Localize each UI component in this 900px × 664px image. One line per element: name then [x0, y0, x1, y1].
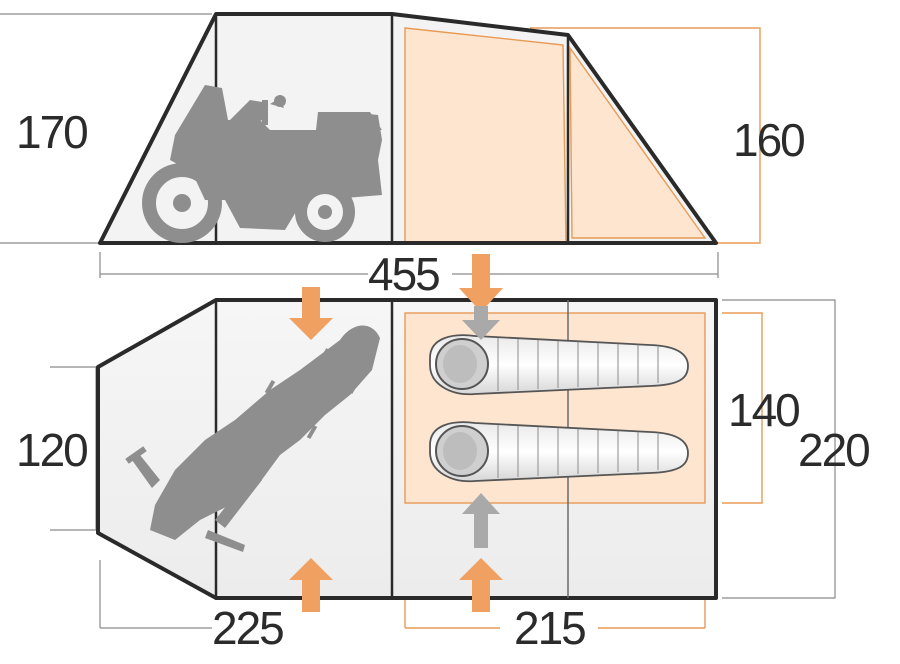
total-length-dimension: 455: [99, 248, 719, 300]
side-bedroom-panel: [404, 27, 567, 244]
side-view: 170 160: [0, 12, 806, 245]
motorcycle-top-icon: [125, 325, 380, 552]
door-arrow-porch-bottom: [289, 558, 333, 612]
dim-floor-width-total: 220: [798, 424, 869, 476]
dim-side-height-right: 160: [733, 114, 804, 166]
floor-width-inner-guide: [722, 312, 763, 504]
dim-floor-width-inner: 140: [728, 384, 799, 436]
porch-length-guide: [99, 560, 212, 629]
door-arrow-bedroom-bottom: [459, 558, 503, 612]
dim-porch-length: 225: [212, 602, 283, 654]
total-length-guide: [99, 252, 719, 278]
sleeping-bag-top: [429, 334, 689, 396]
floor-plan: 120 140 220 225 215: [16, 254, 871, 654]
floor-width-total-guide: [722, 299, 836, 599]
door-arrow-porch-top: [289, 287, 333, 340]
side-tent-outline: [98, 12, 718, 245]
dim-total-length: 455: [368, 248, 439, 300]
door-arrow-bedroom-top: [459, 254, 503, 312]
sleeping-bag-bottom: [429, 421, 689, 483]
side-bedroom-slope: [569, 45, 707, 239]
bedroom-length-guide: [404, 600, 706, 629]
motorcycle-side-icon: [142, 85, 382, 243]
dim-side-height-left: 170: [16, 106, 87, 158]
side-height-right-guide: [530, 27, 761, 244]
door-arrow-bedroom-inner-top: [462, 306, 500, 340]
dim-end-width: 120: [16, 424, 87, 476]
door-arrow-bedroom-inner-bottom: [462, 493, 500, 548]
dim-bedroom-length: 215: [514, 602, 585, 654]
side-height-left-guide: [0, 13, 212, 244]
